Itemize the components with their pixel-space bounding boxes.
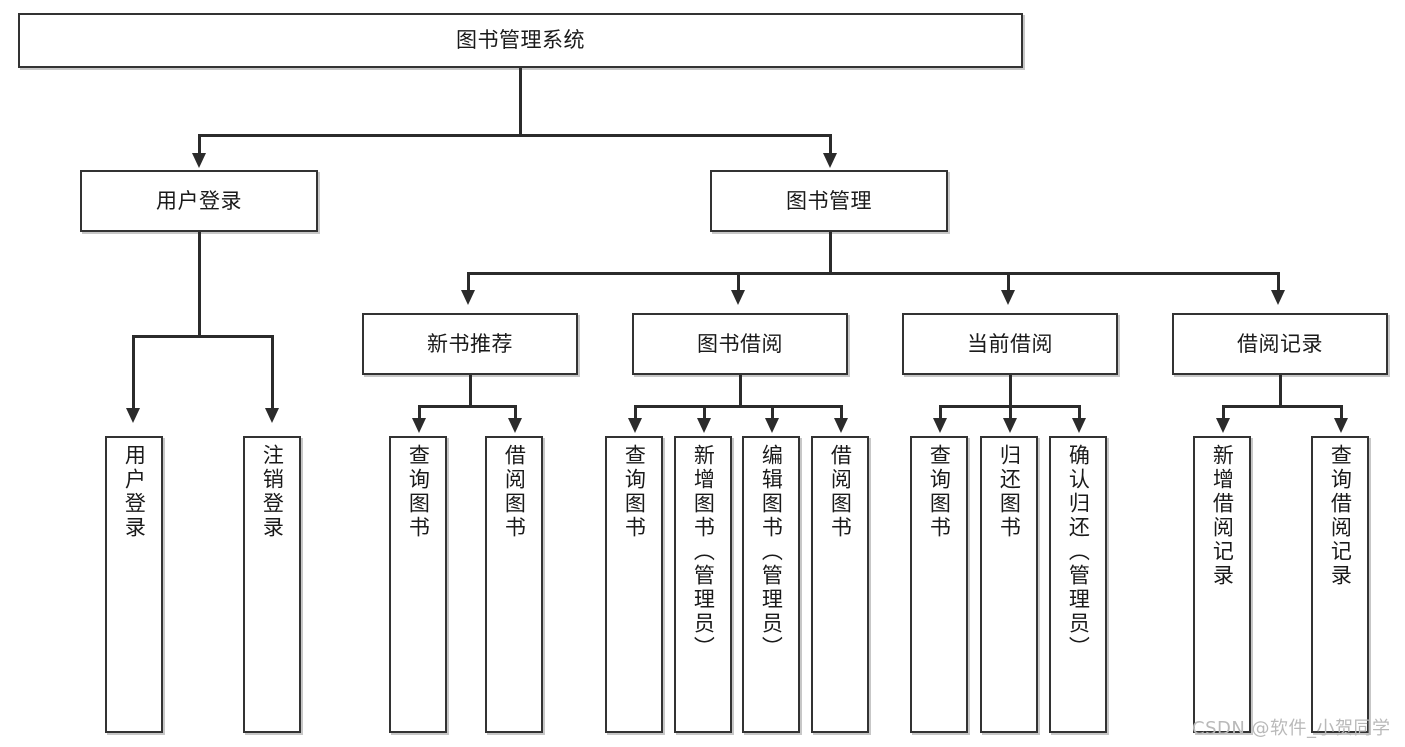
connector-user-login-drop-2	[271, 335, 274, 413]
connector-book-management-bus	[467, 272, 1277, 275]
connector-bb-drop-2	[703, 405, 706, 421]
node-current-borrow[interactable]: 当前借阅	[902, 313, 1118, 375]
connector-br-drop-2	[1340, 405, 1343, 421]
connector-nbr-drop-2	[514, 405, 517, 421]
node-leaf-add-book[interactable]: 新增图书（管理员）	[674, 436, 732, 733]
arrow-to-leaf-borrow-book-1	[508, 418, 522, 433]
arrow-to-current-borrow	[1001, 290, 1015, 305]
node-label: 当前借阅	[967, 331, 1053, 356]
arrow-to-leaf-query-book-2	[628, 418, 642, 433]
node-user-login[interactable]: 用户登录	[80, 170, 318, 232]
arrow-to-leaf-query-book-3	[933, 418, 947, 433]
node-label: 用户登录	[156, 188, 242, 213]
node-label: 编辑图书（管理员）	[759, 444, 784, 660]
connector-user-login-stem	[198, 232, 201, 336]
arrow-to-book-borrow	[731, 290, 745, 305]
node-leaf-query-book-2[interactable]: 查询图书	[605, 436, 663, 733]
arrow-to-user-login	[192, 153, 206, 168]
node-label: 借阅图书	[828, 444, 853, 540]
node-leaf-query-book-1[interactable]: 查询图书	[389, 436, 447, 733]
arrow-to-borrow-record	[1271, 290, 1285, 305]
node-leaf-logout-login[interactable]: 注销登录	[243, 436, 301, 733]
connector-bm-drop-1	[467, 272, 470, 294]
node-book-borrow[interactable]: 图书借阅	[632, 313, 848, 375]
connector-bb-drop-3	[771, 405, 774, 421]
connector-bb-drop-1	[634, 405, 637, 421]
node-leaf-confirm-return[interactable]: 确认归还（管理员）	[1049, 436, 1107, 733]
arrow-to-leaf-query-record	[1334, 418, 1348, 433]
arrow-to-leaf-user-login	[126, 408, 140, 423]
node-leaf-user-login[interactable]: 用户登录	[105, 436, 163, 733]
arrow-to-leaf-edit-book	[765, 418, 779, 433]
arrow-to-leaf-confirm-return	[1072, 418, 1086, 433]
arrow-to-leaf-return-book	[1003, 418, 1017, 433]
node-leaf-borrow-book-1[interactable]: 借阅图书	[485, 436, 543, 733]
arrow-to-leaf-add-book	[697, 418, 711, 433]
node-book-management[interactable]: 图书管理	[710, 170, 948, 232]
node-leaf-return-book[interactable]: 归还图书	[980, 436, 1038, 733]
node-new-book-recommend[interactable]: 新书推荐	[362, 313, 578, 375]
connector-nbr-stem	[469, 375, 472, 407]
connector-bm-drop-2	[737, 272, 740, 294]
node-label: 借阅记录	[1237, 331, 1323, 356]
node-label: 借阅图书	[502, 444, 527, 540]
connector-bb-stem	[739, 375, 742, 407]
node-label: 新增借阅记录	[1210, 444, 1235, 588]
connector-nbr-bus	[418, 405, 516, 408]
node-leaf-query-book-3[interactable]: 查询图书	[910, 436, 968, 733]
node-label: 归还图书	[997, 444, 1022, 540]
node-label: 新书推荐	[427, 331, 513, 356]
node-label: 图书借阅	[697, 331, 783, 356]
node-label: 查询图书	[927, 444, 952, 540]
node-label: 查询图书	[406, 444, 431, 540]
connector-cb-stem	[1009, 375, 1012, 407]
csdn-watermark: CSDN @软件_小贺同学	[1192, 718, 1391, 739]
connector-bb-bus	[634, 405, 843, 408]
arrow-to-new-book-recommend	[461, 290, 475, 305]
connector-bb-drop-4	[840, 405, 843, 421]
node-leaf-query-record[interactable]: 查询借阅记录	[1311, 436, 1369, 733]
node-label: 查询图书	[622, 444, 647, 540]
node-leaf-edit-book[interactable]: 编辑图书（管理员）	[742, 436, 800, 733]
connector-bm-drop-3	[1007, 272, 1010, 294]
connector-root-to-user-login	[198, 134, 201, 158]
connector-root-bus	[198, 134, 831, 137]
node-leaf-add-record[interactable]: 新增借阅记录	[1193, 436, 1251, 733]
arrow-to-leaf-borrow-book-2	[834, 418, 848, 433]
arrow-to-leaf-query-book-1	[412, 418, 426, 433]
arrow-to-book-management	[823, 153, 837, 168]
node-label: 新增图书（管理员）	[691, 444, 716, 660]
connector-br-stem	[1279, 375, 1282, 407]
node-label: 图书管理系统	[456, 28, 585, 53]
arrow-to-leaf-add-record	[1216, 418, 1230, 433]
connector-root-to-book-management	[829, 134, 832, 158]
node-leaf-borrow-book-2[interactable]: 借阅图书	[811, 436, 869, 733]
node-label: 注销登录	[260, 444, 285, 540]
node-borrow-record[interactable]: 借阅记录	[1172, 313, 1388, 375]
node-label: 确认归还（管理员）	[1066, 444, 1091, 660]
connector-nbr-drop-1	[418, 405, 421, 421]
connector-user-login-drop-1	[132, 335, 135, 413]
node-label: 图书管理	[786, 188, 872, 213]
node-label: 查询借阅记录	[1328, 444, 1353, 588]
connector-cb-drop-3	[1078, 405, 1081, 421]
connector-bm-drop-4	[1277, 272, 1280, 294]
connector-user-login-bus	[132, 335, 273, 338]
connector-cb-drop-2	[1009, 405, 1012, 421]
connector-root-stem	[519, 68, 522, 134]
connector-br-bus	[1222, 405, 1341, 408]
node-root-system[interactable]: 图书管理系统	[18, 13, 1023, 68]
node-label: 用户登录	[122, 444, 147, 540]
connector-book-management-stem	[829, 232, 832, 274]
arrow-to-leaf-logout-login	[265, 408, 279, 423]
connector-br-drop-1	[1222, 405, 1225, 421]
connector-cb-drop-1	[939, 405, 942, 421]
